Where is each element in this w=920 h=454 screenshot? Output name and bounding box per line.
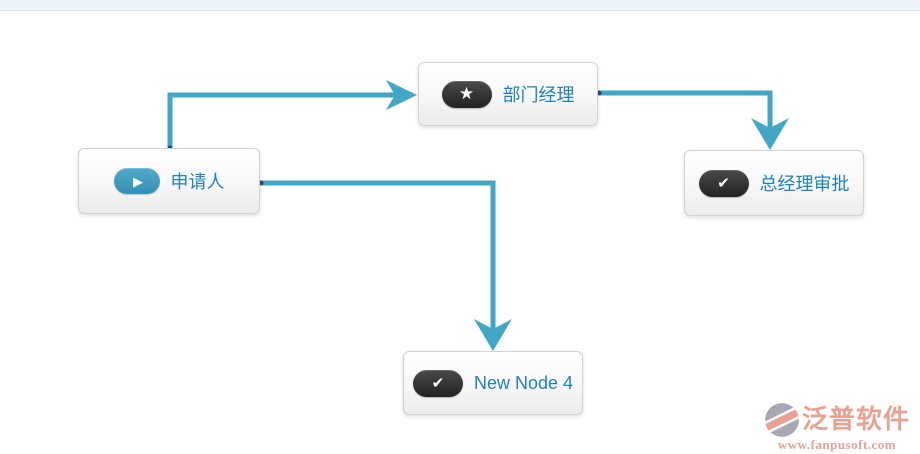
vendor-watermark: 泛普软件 www.fanpusoft.com bbox=[764, 402, 910, 453]
play-icon: ▶ bbox=[113, 168, 160, 194]
workflow-node-new-node-4[interactable]: ✔ New Node 4 bbox=[403, 351, 583, 415]
brand-url: www.fanpusoft.com bbox=[777, 437, 897, 452]
connector-applicant-to-new-node-4 bbox=[258, 180, 512, 351]
node-label: 总经理审批 bbox=[759, 174, 850, 194]
connector-applicant-to-dept-manager bbox=[167, 80, 417, 151]
workflow-node-dept-manager[interactable]: ★ 部门经理 bbox=[418, 62, 598, 126]
fanpu-logo-icon bbox=[765, 403, 799, 437]
check-icon: ✔ bbox=[698, 169, 749, 197]
star-icon: ★ bbox=[441, 80, 492, 108]
node-label: 申请人 bbox=[170, 172, 225, 192]
arrowhead-right-icon bbox=[386, 80, 417, 110]
workflow-node-applicant[interactable]: ▶ 申请人 bbox=[78, 148, 260, 214]
check-icon: ✔ bbox=[412, 369, 463, 397]
workflow-node-gm-approval[interactable]: ✔ 总经理审批 bbox=[684, 150, 864, 216]
arrowhead-down-icon bbox=[751, 118, 789, 150]
top-strip bbox=[0, 0, 920, 11]
brand-name: 泛普软件 bbox=[801, 404, 910, 435]
node-label: 部门经理 bbox=[502, 85, 575, 105]
connector-dept-manager-to-gm-approval bbox=[596, 90, 789, 150]
node-label: New Node 4 bbox=[473, 372, 574, 393]
arrowhead-down-icon bbox=[474, 319, 512, 351]
